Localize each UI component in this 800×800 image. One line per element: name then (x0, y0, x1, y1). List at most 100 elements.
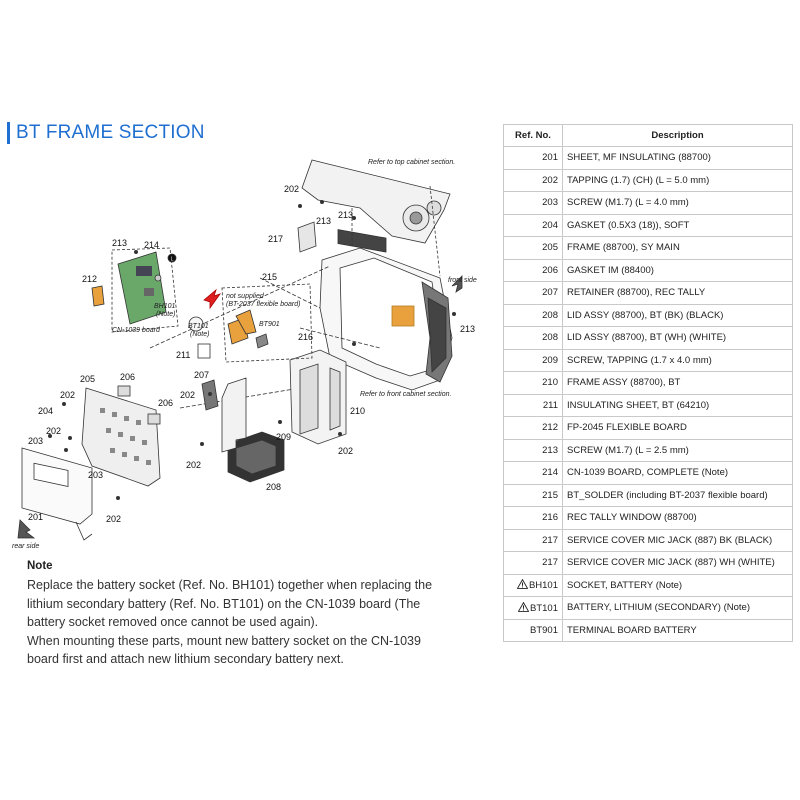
ref-215-label: 215 (262, 272, 277, 282)
ref-no-cell: 211 (503, 393, 563, 417)
ref-no-cell: 202 (503, 168, 563, 192)
ref-no-cell: 215 (503, 483, 563, 507)
table-row: 202 TAPPING (1.7) (CH) (L = 5.0 mm) (503, 168, 793, 192)
description-cell: SERVICE COVER MIC JACK (887) BK (BLACK) (562, 528, 793, 552)
ref-no-text: 213 (542, 444, 558, 456)
ref-no-cell: BH101 (503, 573, 563, 597)
description-cell: TAPPING (1.7) (CH) (L = 5.0 mm) (562, 168, 793, 192)
ref-203-label-a: 203 (28, 436, 43, 446)
note-line: Replace the battery socket (Ref. No. BH1… (27, 578, 433, 592)
table-row: 216 REC TALLY WINDOW (88700) (503, 506, 793, 530)
ref-203-label-b: 203 (88, 470, 103, 480)
ref-213-label-c: 213 (338, 210, 353, 220)
description-cell: SCREW (M1.7) (L = 2.5 mm) (562, 438, 793, 462)
ref-no-text: 201 (542, 152, 558, 164)
ref-205-label: 205 (80, 374, 95, 384)
ref-207-label: 207 (194, 370, 209, 380)
ref-no-text: 209 (542, 354, 558, 366)
ref-204-label: 204 (38, 406, 53, 416)
ref-212-label: 212 (82, 274, 97, 284)
ref-no-cell: 208 (503, 303, 563, 327)
bh101-note-label: (Note) (156, 311, 175, 318)
ref-no-text: 203 (542, 197, 558, 209)
table-row: 201 SHEET, MF INSULATING (88700) (503, 146, 793, 170)
description-cell: LID ASSY (88700), BT (BK) (BLACK) (562, 303, 793, 327)
ref-no-header: Ref. No. (503, 124, 563, 147)
ref-no-text: 217 (542, 557, 558, 569)
description-cell: SOCKET, BATTERY (Note) (562, 573, 793, 597)
ref-no-cell: 208 (503, 326, 563, 350)
table-header-row: Ref. No. Description (503, 124, 793, 147)
ref-no-cell: 203 (503, 191, 563, 215)
ref-216-label: 216 (298, 332, 313, 342)
ref-no-cell: 216 (503, 506, 563, 530)
ref-210-label: 210 (350, 406, 365, 416)
description-cell: SHEET, MF INSULATING (88700) (562, 146, 793, 170)
description-cell: GASKET IM (88400) (562, 258, 793, 282)
rear-side-label: rear side (12, 543, 39, 550)
note-line: When mounting these parts, mount new bat… (27, 633, 421, 648)
ref-no-cell: 212 (503, 416, 563, 440)
ref-213-label-b: 213 (316, 216, 331, 226)
ref-no-text: 210 (542, 377, 558, 389)
ref-202-label-e: 202 (186, 460, 201, 470)
note-line: board first and attach new lithium secon… (27, 652, 344, 666)
ref-no-text: 206 (542, 264, 558, 276)
ref-no-cell: 201 (503, 146, 563, 170)
ref-no-text: 215 (542, 489, 558, 501)
ref-213-label-a: 213 (112, 238, 127, 248)
ref-no-cell: 217 (503, 551, 563, 575)
parts-table-body: 201 SHEET, MF INSULATING (88700) 202 TAPPIN… (503, 146, 793, 642)
ref-no-text: 204 (542, 219, 558, 231)
ref-202-label-g: 202 (338, 446, 353, 456)
note-body: Replace the battery socket (Ref. No. BH1… (27, 576, 487, 669)
ref-no-text: 212 (542, 422, 558, 434)
note-line: lithium secondary battery (Ref. No. BT10… (27, 596, 421, 611)
ref-no-cell: 209 (503, 348, 563, 372)
ref-no-cell: 206 (503, 258, 563, 282)
ref-202-label-d: 202 (180, 390, 195, 400)
table-row: 206 GASKET IM (88400) (503, 258, 793, 282)
ref-202-label-b: 202 (60, 390, 75, 400)
table-row: 217 SERVICE COVER MIC JACK (887) WH (WHIT… (503, 551, 793, 575)
l-marker-label: L (171, 257, 174, 263)
bt101-label: BT101 (188, 323, 209, 330)
table-row: 203 SCREW (M1.7) (L = 4.0 mm) (503, 191, 793, 215)
ref-202-label-a: 202 (284, 184, 299, 194)
description-cell: INSULATING SHEET, BT (64210) (562, 393, 793, 417)
table-row: 208 LID ASSY (88700), BT (BK) (BLACK) (503, 303, 793, 327)
ref-no-cell: BT901 (503, 618, 563, 642)
ref-217-label: 217 (268, 234, 283, 244)
cn1039-board-label: CN-1039 board (112, 327, 161, 334)
description-cell: TERMINAL BOARD BATTERY (562, 618, 793, 642)
ref-no-text: 208 (542, 309, 558, 321)
description-cell: REC TALLY WINDOW (88700) (562, 506, 793, 530)
ref-206-label-a: 206 (120, 372, 135, 382)
ref-214-label: 214 (144, 240, 159, 250)
parts-table: Ref. No. Description 201 SHEET, MF INSULA… (503, 124, 793, 642)
ref-no-text: 214 (542, 467, 558, 479)
description-header: Description (562, 124, 793, 147)
ref-202-label-f: 202 (106, 514, 121, 524)
ref-no-text: 202 (542, 174, 558, 186)
ref-no-text: BT101 (530, 602, 558, 614)
ref-no-text: BT901 (530, 624, 558, 636)
front-side-label: front side (448, 277, 477, 284)
ref-no-cell: 207 (503, 281, 563, 305)
ref-no-cell: 210 (503, 371, 563, 395)
description-cell: SCREW (M1.7) (L = 4.0 mm) (562, 191, 793, 215)
description-cell: SERVICE COVER MIC JACK (887) WH (WHITE) (562, 551, 793, 575)
bh101-label: BH101 (154, 303, 176, 310)
ref-no-text: 216 (542, 512, 558, 524)
section-title: BT FRAME SECTION (7, 120, 205, 146)
